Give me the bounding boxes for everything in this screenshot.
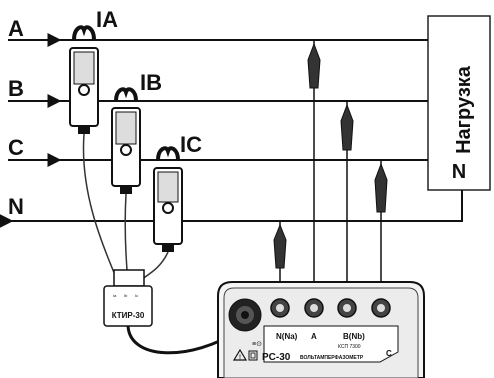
load-box [427, 15, 491, 191]
voltage-probe-n [273, 221, 287, 292]
meter-terminal-label-a: A [311, 332, 317, 341]
phase-c-label: C [8, 135, 24, 160]
meter-model: PC-30 [262, 352, 291, 363]
meter-terminal-c [371, 298, 391, 318]
cable-b [124, 193, 129, 283]
adapter-ktir30: Ia Ib Ic КТИР-30 [103, 269, 153, 327]
meter-ground-symbol: ≡⊙ [252, 341, 262, 348]
meter-terminal-a [304, 298, 324, 318]
adapter-pin-c: Ic [135, 293, 138, 298]
warning-icon [232, 348, 248, 361]
adapter-label: КТИР-30 [112, 311, 145, 320]
cable-a [82, 133, 119, 283]
meter-terminal-label-c: C [386, 349, 392, 358]
phase-a-label: A [8, 16, 24, 41]
adapter-pin-a: Ia [113, 293, 117, 298]
current-clamp-c [153, 146, 183, 252]
current-clamp-b [111, 87, 141, 194]
neutral-line [10, 190, 463, 222]
clamp-c-label: IC [180, 132, 202, 157]
meter-terminal-n [270, 298, 290, 318]
voltage-probe-c [374, 160, 388, 292]
svg-text:!: ! [239, 355, 241, 361]
meter-subtitle: ВОЛЬТАМПЕРФАЗОМЕТР [300, 355, 364, 361]
phase-n-label: N [8, 194, 24, 219]
voltage-probe-a [307, 40, 321, 292]
voltage-probe-b [340, 101, 354, 292]
meter-small-code: КСП 7300 [338, 344, 361, 350]
double-insulation-icon [248, 350, 258, 361]
meter-pc30: ≡⊙ N(Na) A B(Nb) C КСП 7300 ! PC-30 В [217, 281, 425, 378]
meter-terminal-b [337, 298, 357, 318]
phase-b-label: B [8, 76, 24, 101]
load-title: Нагрузка [453, 65, 475, 154]
clamp-b-label: IB [140, 70, 162, 95]
clamp-a-label: IA [96, 7, 118, 32]
current-clamp-a [69, 25, 99, 134]
load-neutral-label: N [452, 161, 466, 183]
meter-terminal-label-b: B(Nb) [343, 332, 365, 341]
adapter-pin-b: Ib [124, 293, 128, 298]
meter-terminal-label-n: N(Na) [276, 332, 298, 341]
